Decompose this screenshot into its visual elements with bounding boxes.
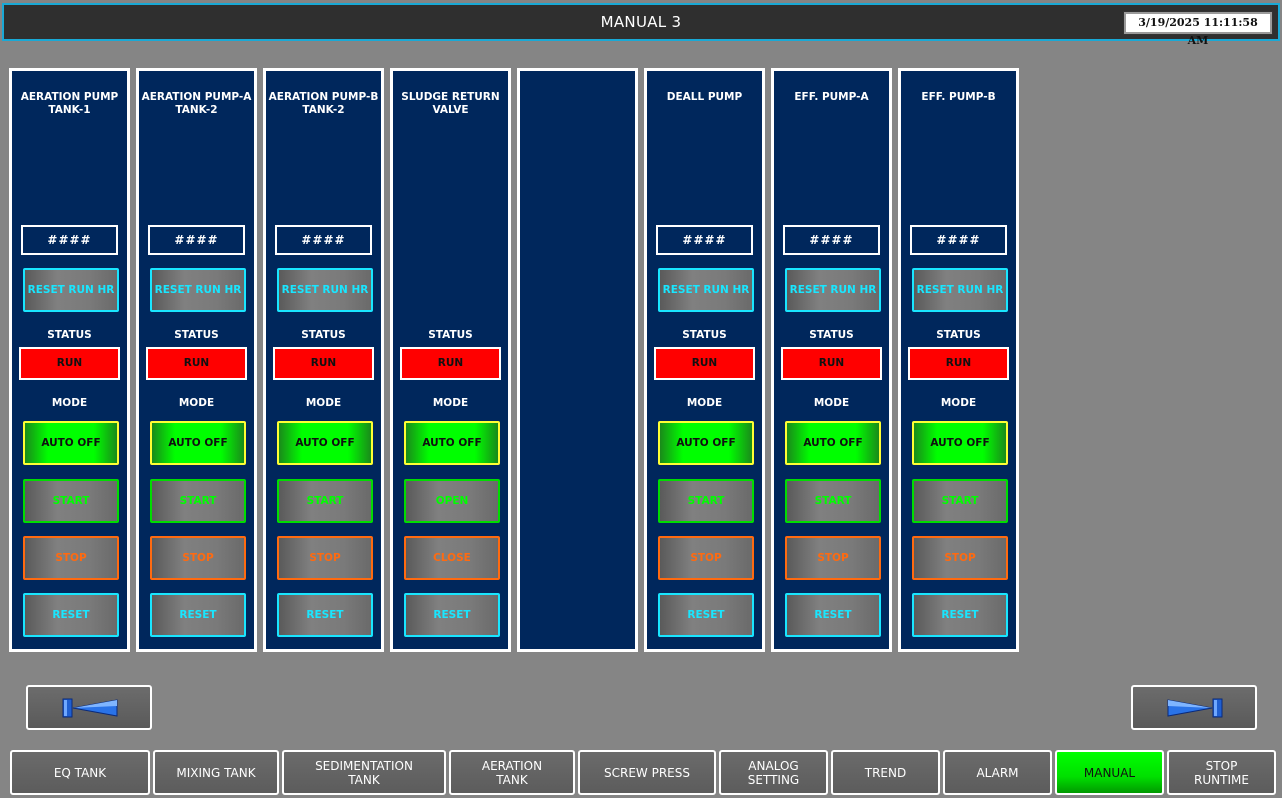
panel-title: EFF. PUMP-B — [921, 91, 996, 103]
start-button[interactable]: START — [658, 479, 754, 523]
tab-trend[interactable]: TREND — [831, 750, 940, 795]
auto-mode-button[interactable]: AUTO OFF — [150, 421, 246, 465]
status-indicator: RUN — [908, 347, 1009, 380]
auto-mode-button[interactable]: AUTO OFF — [785, 421, 881, 465]
reset-run-hr-button[interactable]: RESET RUN HR — [658, 268, 754, 312]
status-indicator: RUN — [146, 347, 247, 380]
panel-sludge-return-valve: SLUDGE RETURN VALVE STATUS RUN MODE AUTO… — [390, 68, 511, 652]
status-indicator: RUN — [654, 347, 755, 380]
auto-mode-button[interactable]: AUTO OFF — [912, 421, 1008, 465]
mode-label: MODE — [305, 397, 342, 409]
tab-mixing-tank[interactable]: MIXING TANK — [153, 750, 279, 795]
arrow-left-icon — [62, 698, 118, 718]
stop-button[interactable]: STOP — [150, 536, 246, 580]
tab-manual[interactable]: MANUAL — [1055, 750, 1164, 795]
run-hour-display: #### — [656, 225, 753, 255]
reset-button[interactable]: RESET — [785, 593, 881, 637]
reset-run-hr-button[interactable]: RESET RUN HR — [277, 268, 373, 312]
run-hour-display: #### — [275, 225, 372, 255]
tab-aeration-tank[interactable]: AERATION TANK — [449, 750, 575, 795]
panel-title: AERATION PUMP-A TANK-2 — [141, 91, 252, 116]
reset-button[interactable]: RESET — [23, 593, 119, 637]
arrow-right-icon — [1167, 698, 1223, 718]
open-button[interactable]: OPEN — [404, 479, 500, 523]
stop-button[interactable]: STOP — [785, 536, 881, 580]
tab-screw-press[interactable]: SCREW PRESS — [578, 750, 716, 795]
auto-mode-button[interactable]: AUTO OFF — [277, 421, 373, 465]
header-bar: MANUAL 3 3/19/2025 11:11:58 AM — [2, 3, 1280, 47]
reset-button[interactable]: RESET — [404, 593, 500, 637]
next-page-button[interactable] — [1131, 685, 1257, 730]
stop-button[interactable]: STOP — [277, 536, 373, 580]
status-label: STATUS — [47, 329, 92, 341]
run-hour-display: #### — [148, 225, 245, 255]
start-button[interactable]: START — [785, 479, 881, 523]
tab-stop-runtime[interactable]: STOP RUNTIME — [1167, 750, 1276, 795]
start-button[interactable]: START — [23, 479, 119, 523]
tab-alarm[interactable]: ALARM — [943, 750, 1052, 795]
mode-label: MODE — [940, 397, 977, 409]
page-title: MANUAL 3 — [600, 13, 682, 31]
panel-title: DEALL PUMP — [666, 91, 743, 103]
panel-title: SLUDGE RETURN VALVE — [401, 91, 500, 116]
mode-label: MODE — [686, 397, 723, 409]
status-label: STATUS — [936, 329, 981, 341]
panel-aeration-pump-tank-1: AERATION PUMP TANK-1 #### RESET RUN HR S… — [9, 68, 130, 652]
auto-mode-button[interactable]: AUTO OFF — [404, 421, 500, 465]
status-label: STATUS — [682, 329, 727, 341]
run-hour-display: #### — [21, 225, 118, 255]
run-hour-display: #### — [783, 225, 880, 255]
panel-title: EFF. PUMP-A — [794, 91, 869, 103]
panel-title: AERATION PUMP TANK-1 — [20, 91, 119, 116]
stop-button[interactable]: STOP — [23, 536, 119, 580]
reset-button[interactable]: RESET — [150, 593, 246, 637]
reset-button[interactable]: RESET — [277, 593, 373, 637]
status-indicator: RUN — [273, 347, 374, 380]
mode-label: MODE — [432, 397, 469, 409]
panel-eff-pump-a: EFF. PUMP-A #### RESET RUN HR STATUS RUN… — [771, 68, 892, 652]
start-button[interactable]: START — [277, 479, 373, 523]
reset-run-hr-button[interactable]: RESET RUN HR — [23, 268, 119, 312]
status-indicator: RUN — [19, 347, 120, 380]
reset-run-hr-button[interactable]: RESET RUN HR — [150, 268, 246, 312]
stop-button[interactable]: STOP — [658, 536, 754, 580]
panel-aeration-pump-b-tank-2: AERATION PUMP-B TANK-2 #### RESET RUN HR… — [263, 68, 384, 652]
panel-title: AERATION PUMP-B TANK-2 — [268, 91, 379, 116]
panel-aeration-pump-a-tank-2: AERATION PUMP-A TANK-2 #### RESET RUN HR… — [136, 68, 257, 652]
panel-empty — [517, 68, 638, 652]
bottom-nav-bar: EQ TANK MIXING TANK SEDIMENTATION TANK A… — [0, 748, 1282, 798]
stop-button[interactable]: STOP — [912, 536, 1008, 580]
datetime-display: 3/19/2025 11:11:58 AM — [1123, 11, 1273, 47]
start-button[interactable]: START — [912, 479, 1008, 523]
run-hour-display: #### — [910, 225, 1007, 255]
tab-eq-tank[interactable]: EQ TANK — [10, 750, 150, 795]
panel-eff-pump-b: EFF. PUMP-B #### RESET RUN HR STATUS RUN… — [898, 68, 1019, 652]
auto-mode-button[interactable]: AUTO OFF — [23, 421, 119, 465]
mode-label: MODE — [178, 397, 215, 409]
mode-label: MODE — [813, 397, 850, 409]
close-button[interactable]: CLOSE — [404, 536, 500, 580]
reset-run-hr-button[interactable]: RESET RUN HR — [785, 268, 881, 312]
status-indicator: RUN — [400, 347, 501, 380]
status-label: STATUS — [428, 329, 473, 341]
start-button[interactable]: START — [150, 479, 246, 523]
reset-button[interactable]: RESET — [658, 593, 754, 637]
prev-page-button[interactable] — [26, 685, 152, 730]
tab-sedimentation-tank[interactable]: SEDIMENTATION TANK — [282, 750, 446, 795]
status-label: STATUS — [301, 329, 346, 341]
auto-mode-button[interactable]: AUTO OFF — [658, 421, 754, 465]
panel-deall-pump: DEALL PUMP #### RESET RUN HR STATUS RUN … — [644, 68, 765, 652]
status-indicator: RUN — [781, 347, 882, 380]
mode-label: MODE — [51, 397, 88, 409]
reset-run-hr-button[interactable]: RESET RUN HR — [912, 268, 1008, 312]
reset-button[interactable]: RESET — [912, 593, 1008, 637]
status-label: STATUS — [174, 329, 219, 341]
status-label: STATUS — [809, 329, 854, 341]
tab-analog-setting[interactable]: ANALOG SETTING — [719, 750, 828, 795]
